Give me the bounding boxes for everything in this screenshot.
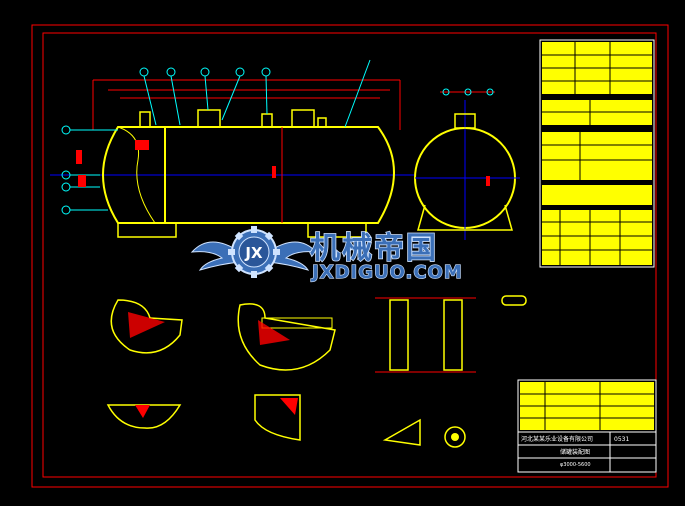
- title-drawing-number: 0531: [614, 436, 629, 443]
- title-company: 河北某某乐业设备有限公司: [521, 435, 593, 443]
- logo-letters: JX: [244, 244, 263, 262]
- title-drawing-name: 储罐装配图: [560, 448, 590, 456]
- tank-end-view: [414, 88, 520, 240]
- watermark-chinese-text: 机械帝国: [310, 231, 438, 266]
- title-block: 河北某某乐业设备有限公司 0531 储罐装配图 φ3000-5600: [517, 379, 657, 473]
- watermark-english-text: JXDIGUO.COM: [310, 262, 463, 283]
- tank-elevation-view: [50, 59, 415, 238]
- title-scale-code: φ3000-5600: [560, 462, 591, 468]
- detail-views: [106, 295, 527, 448]
- drawing-frame: [31, 24, 669, 488]
- gear-logo-icon: JX: [228, 226, 280, 278]
- spec-tables: [539, 39, 655, 268]
- watermark: JX 机械帝国 JXDIGUO.COM: [190, 226, 463, 284]
